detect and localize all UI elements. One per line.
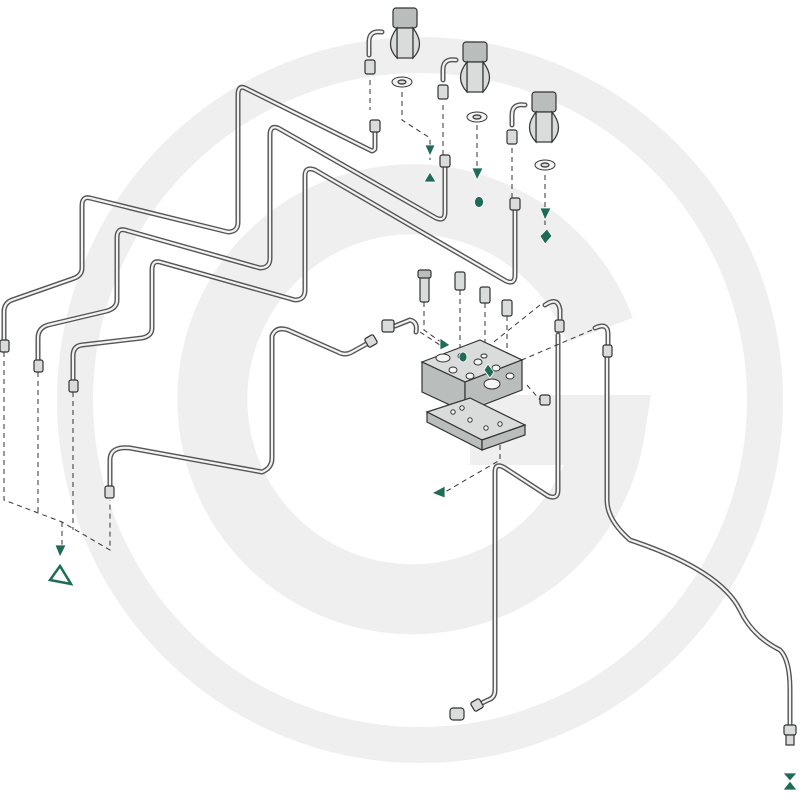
valve-3 — [528, 91, 560, 171]
diamond-icon — [483, 363, 495, 379]
valve-1 — [389, 7, 421, 88]
fittings — [0, 59, 797, 746]
connection-symbols — [47, 144, 798, 791]
diamond-icon — [539, 228, 553, 245]
pipe-5 — [475, 332, 561, 708]
elbow-fittings — [366, 29, 611, 348]
manifold-block — [420, 339, 527, 451]
triangle-down-icon — [54, 544, 67, 558]
triangle-up-icon — [423, 171, 437, 183]
pipe-1 — [1, 84, 378, 348]
circle-icon — [458, 351, 468, 363]
triangle-down-icon — [439, 337, 451, 351]
triangle-left-icon — [431, 485, 446, 499]
pipe-3 — [70, 166, 518, 388]
valve-2 — [459, 41, 491, 123]
circle-icon — [474, 196, 484, 208]
watermark-logo-icon — [57, 37, 783, 763]
pipe-6 — [604, 352, 793, 728]
triangle-outline-icon — [47, 563, 74, 586]
triangle-down-icon — [471, 167, 484, 181]
pipe-2 — [35, 124, 448, 368]
hydraulic-pipes — [1, 29, 793, 728]
pipe-4 — [107, 326, 373, 493]
valves — [389, 7, 560, 171]
triangle-down-icon — [539, 207, 552, 221]
triangle-down-icon — [424, 144, 436, 157]
hourglass-icon — [782, 772, 798, 791]
